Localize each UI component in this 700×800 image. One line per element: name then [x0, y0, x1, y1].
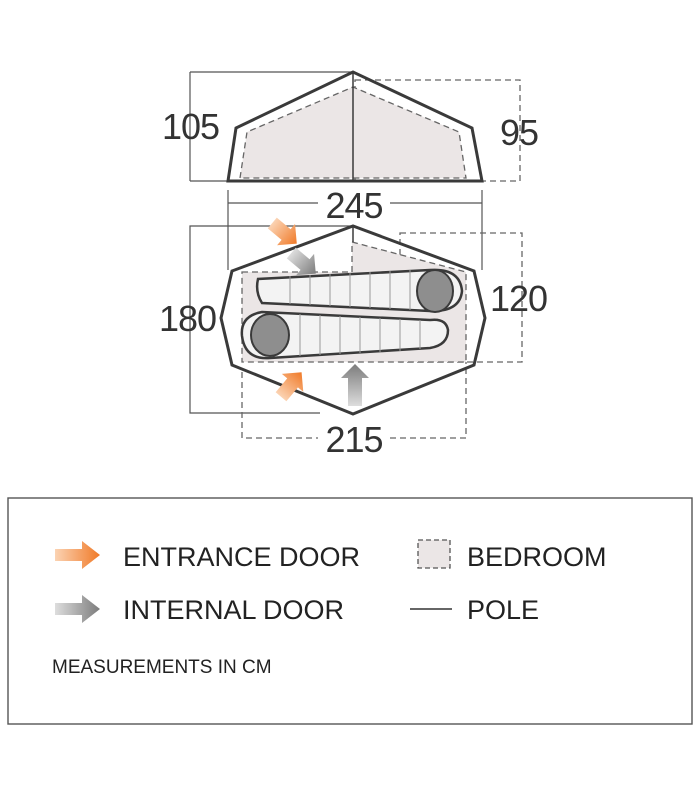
label-inner-height: 95	[500, 112, 538, 153]
bag-head-icon	[416, 269, 454, 313]
width-dimension: 245	[227, 185, 483, 270]
label-outer-width: 245	[325, 185, 382, 226]
floor-plan: 180 120 215	[159, 217, 548, 460]
orange-arrow-icon	[55, 541, 100, 569]
bedroom-width-guide	[241, 362, 467, 439]
sleeping-bag-bottom	[240, 310, 450, 360]
dashed-box-icon	[417, 539, 451, 569]
legend-bedroom-label: BEDROOM	[467, 542, 607, 572]
grey-arrow-icon	[55, 595, 100, 623]
legend: ENTRANCE DOOR INTERNAL DOOR BEDROOM POLE…	[7, 497, 693, 725]
label-bedroom-width: 215	[325, 419, 382, 460]
internal-door-arrow-bottom	[341, 364, 369, 406]
label-bedroom-length: 120	[490, 278, 547, 319]
entrance-door-arrow-bottom	[275, 372, 304, 402]
legend-pole-label: POLE	[467, 595, 539, 625]
legend-internal-door-label: INTERNAL DOOR	[123, 595, 344, 625]
sleeping-bag-top	[255, 268, 464, 313]
legend-measurement-note: MEASUREMENTS IN CM	[52, 657, 272, 678]
label-outer-length: 180	[159, 298, 216, 339]
label-peak-height: 105	[162, 106, 219, 147]
floor-flysheet-outline	[219, 224, 487, 416]
height-guide-left	[189, 71, 352, 182]
legend-entrance-door-label: ENTRANCE DOOR	[123, 542, 360, 572]
legend-frame	[7, 497, 693, 725]
entrance-door-arrow-top	[267, 217, 297, 246]
internal-door-arrow-top	[286, 247, 316, 276]
side-view: 105 95	[162, 70, 539, 183]
bag-head-icon	[250, 313, 290, 357]
